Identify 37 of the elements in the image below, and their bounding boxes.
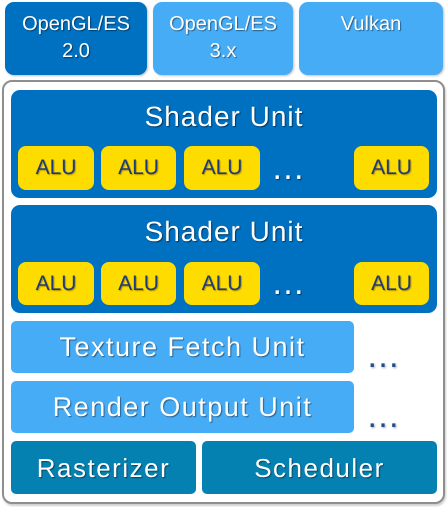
unit-bar bbox=[202, 441, 437, 494]
unit-bar bbox=[11, 441, 196, 494]
alu-block bbox=[18, 146, 94, 190]
api-box bbox=[299, 2, 443, 75]
gpu-frame bbox=[2, 80, 445, 504]
ellipsis-label: … bbox=[366, 343, 400, 370]
alu-label: ALU bbox=[36, 272, 76, 296]
ellipsis-label: … bbox=[271, 270, 305, 298]
alu-label: ALU bbox=[118, 272, 159, 296]
unit-label: Texture Fetch Unit bbox=[59, 331, 306, 363]
alu-label: ALU bbox=[371, 156, 412, 180]
api-box bbox=[153, 2, 293, 75]
alu-block bbox=[101, 262, 176, 305]
alu-label: ALU bbox=[371, 272, 412, 296]
unit-label: Render Output Unit bbox=[52, 391, 312, 423]
alu-block bbox=[101, 146, 176, 190]
api-label: Vulkan bbox=[340, 12, 402, 37]
panel-title: Shader Unit bbox=[144, 101, 304, 133]
alu-block bbox=[184, 146, 260, 190]
api-label: OpenGL/ES 3.x bbox=[168, 12, 278, 64]
unit-label: Rasterizer bbox=[36, 452, 170, 484]
ellipsis-label: … bbox=[271, 155, 305, 182]
shader-unit-panel bbox=[11, 205, 437, 313]
alu-block bbox=[354, 262, 429, 305]
api-label: OpenGL/ES 2.0 bbox=[21, 12, 131, 64]
alu-block bbox=[354, 146, 429, 190]
alu-label: ALU bbox=[202, 156, 242, 180]
api-box bbox=[5, 2, 147, 75]
ellipsis-label: … bbox=[366, 403, 400, 430]
panel-title: Shader Unit bbox=[144, 216, 304, 248]
alu-label: ALU bbox=[36, 156, 76, 180]
alu-label: ALU bbox=[202, 272, 242, 296]
alu-block bbox=[18, 262, 94, 305]
alu-label: ALU bbox=[118, 156, 159, 180]
shader-unit-panel bbox=[11, 90, 437, 198]
unit-label: Scheduler bbox=[254, 452, 385, 484]
alu-block bbox=[184, 262, 260, 305]
